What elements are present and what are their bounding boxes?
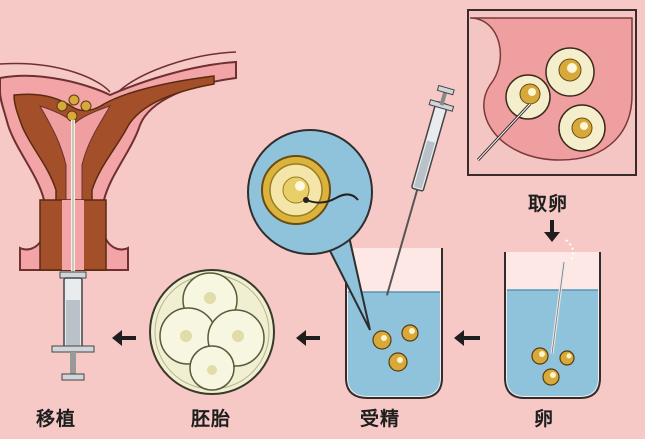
syringe-icon (385, 84, 455, 296)
uterus-illustration (0, 51, 237, 280)
down-arrow-icon (544, 220, 560, 242)
follicle-2 (505, 74, 551, 120)
retrieval-inset (467, 9, 637, 176)
fertilization-dish (345, 248, 443, 399)
label-fertilization: 受精 (360, 408, 401, 430)
magnified-oocyte (247, 129, 373, 331)
follicle-1 (545, 47, 595, 97)
left-arrow-icon (112, 330, 136, 346)
label-egg: 卵 (534, 408, 555, 430)
left-arrow-icon (454, 330, 480, 346)
label-embryo: 胚胎 (191, 408, 232, 430)
follicle-3 (558, 104, 606, 152)
label-transfer: 移植 (36, 408, 77, 430)
transfer-syringe-icon (51, 271, 95, 381)
left-arrow-icon (296, 330, 320, 346)
label-egg-retrieval: 取卵 (528, 193, 569, 215)
egg-dish (504, 239, 601, 399)
embryo-four-cell (149, 269, 275, 395)
